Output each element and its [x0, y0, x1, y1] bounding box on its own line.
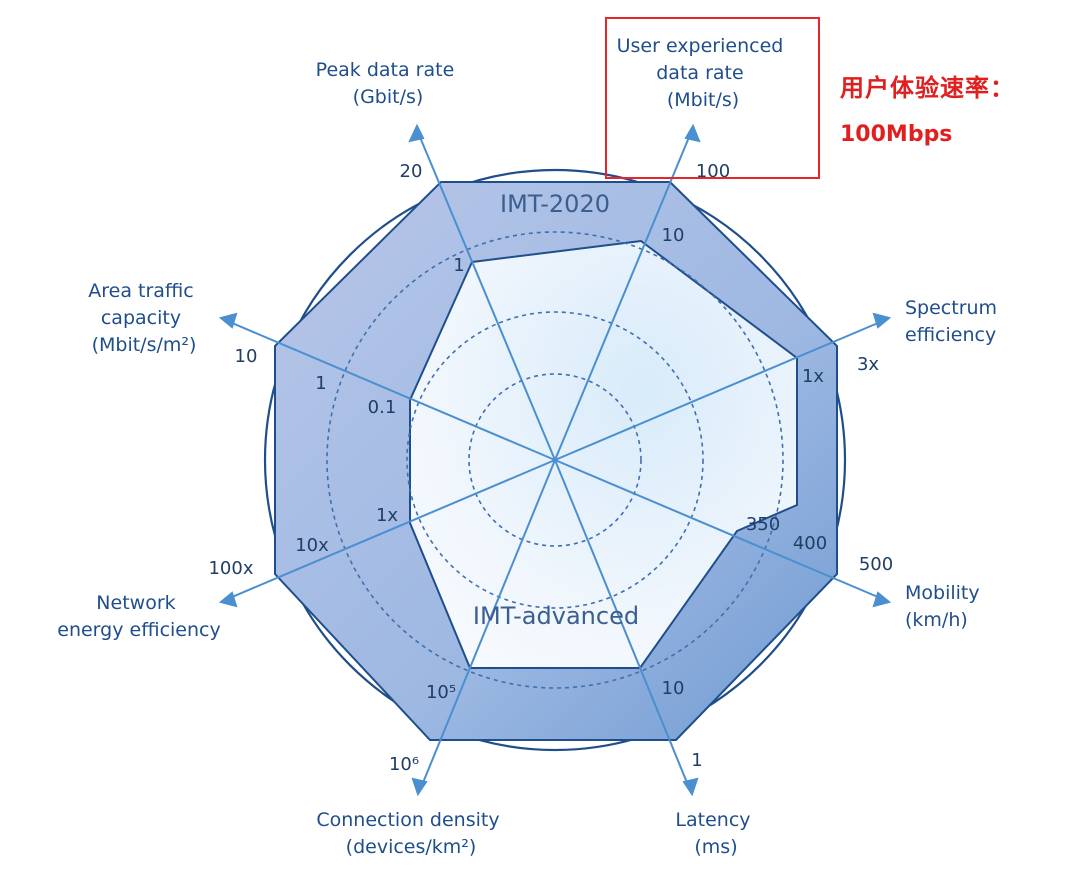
- tick-peak-outer: 20: [400, 161, 423, 182]
- tick-energy-outer: 100x: [208, 558, 253, 579]
- tick-connection-outer: 10⁶: [389, 754, 419, 775]
- tick-spectrum-inner: 1x: [802, 366, 824, 387]
- tick-user-outer: 100: [696, 161, 730, 182]
- imt-advanced-label: IMT-advanced: [473, 602, 639, 630]
- tick-mobility-outer: 500: [859, 554, 893, 575]
- axis-title-latency: Latency (ms): [675, 809, 756, 858]
- axis-title-network-energy-efficiency: Network energy efficiency: [57, 592, 220, 641]
- tick-latency-inner: 10: [662, 678, 685, 699]
- imt-advanced-polygon: [409, 239, 798, 669]
- axis-title-connection-density: Connection density (devices/km²): [316, 809, 505, 858]
- tick-area-outer: 10: [235, 346, 258, 367]
- tick-mobility-mid: 400: [793, 533, 827, 554]
- axis-title-peak-data-rate: Peak data rate (Gbit/s): [316, 59, 461, 108]
- tick-user-inner: 10: [662, 225, 685, 246]
- axis-title-area-traffic-capacity: Area traffic capacity (Mbit/s/m²): [88, 280, 200, 356]
- tick-energy-inner: 1x: [376, 505, 398, 526]
- tick-peak-inner: 1: [453, 255, 464, 276]
- tick-energy-mid: 10x: [295, 535, 329, 556]
- annotation-value: 100Mbps: [840, 122, 953, 147]
- tick-latency-outer: 1: [691, 750, 702, 771]
- axis-title-spectrum-efficiency: Spectrum efficiency: [905, 297, 1003, 346]
- axis-title-user-experienced-data-rate: User experienced data rate (Mbit/s): [617, 35, 790, 111]
- highlight-box: [605, 17, 820, 179]
- imt2020-label: IMT-2020: [500, 190, 610, 218]
- tick-mobility-inner: 350: [746, 514, 780, 535]
- outer-circle: [263, 168, 847, 752]
- tick-connection-inner: 10⁵: [426, 682, 456, 703]
- axis-title-mobility: Mobility (km/h): [905, 582, 986, 631]
- tick-area-inner: 0.1: [368, 397, 397, 418]
- annotation-title: 用户体验速率：: [840, 74, 1015, 102]
- axes: [218, 123, 892, 797]
- guide-rings: [326, 231, 784, 689]
- tick-area-mid: 1: [315, 373, 326, 394]
- tick-spectrum-outer: 3x: [857, 354, 879, 375]
